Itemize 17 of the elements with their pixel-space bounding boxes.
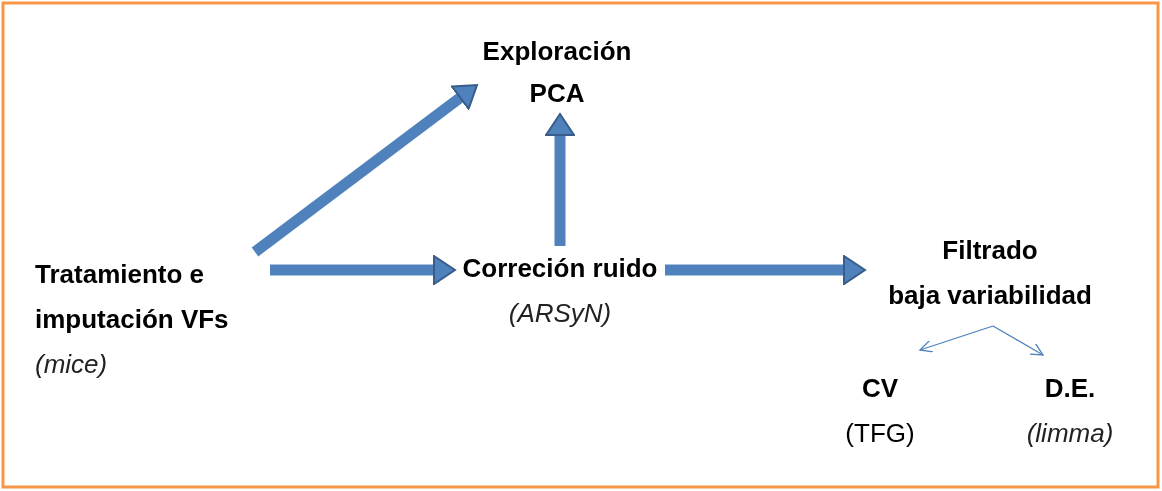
step-title: Tratamiento e imputación VFs <box>35 258 230 336</box>
step-title: Correción ruido <box>461 252 659 285</box>
arrow <box>919 325 994 353</box>
step-title: Filtrado <box>941 234 1039 267</box>
step-note: (limma) <box>1025 417 1115 450</box>
block-arrow <box>270 255 456 285</box>
step-note: (TFG) <box>844 417 916 450</box>
block-arrow <box>665 255 866 285</box>
arrow <box>992 325 1044 356</box>
step-title: Exploración PCA <box>481 35 633 110</box>
step-note: (mice) <box>35 348 109 381</box>
block-arrow <box>251 84 478 257</box>
step-title: CV <box>860 372 900 405</box>
step-note: (ARSyN) <box>507 297 613 330</box>
step-title: D.E. <box>1043 372 1097 405</box>
step-note: baja variabilidad <box>887 279 1093 312</box>
block-arrow <box>545 113 575 246</box>
